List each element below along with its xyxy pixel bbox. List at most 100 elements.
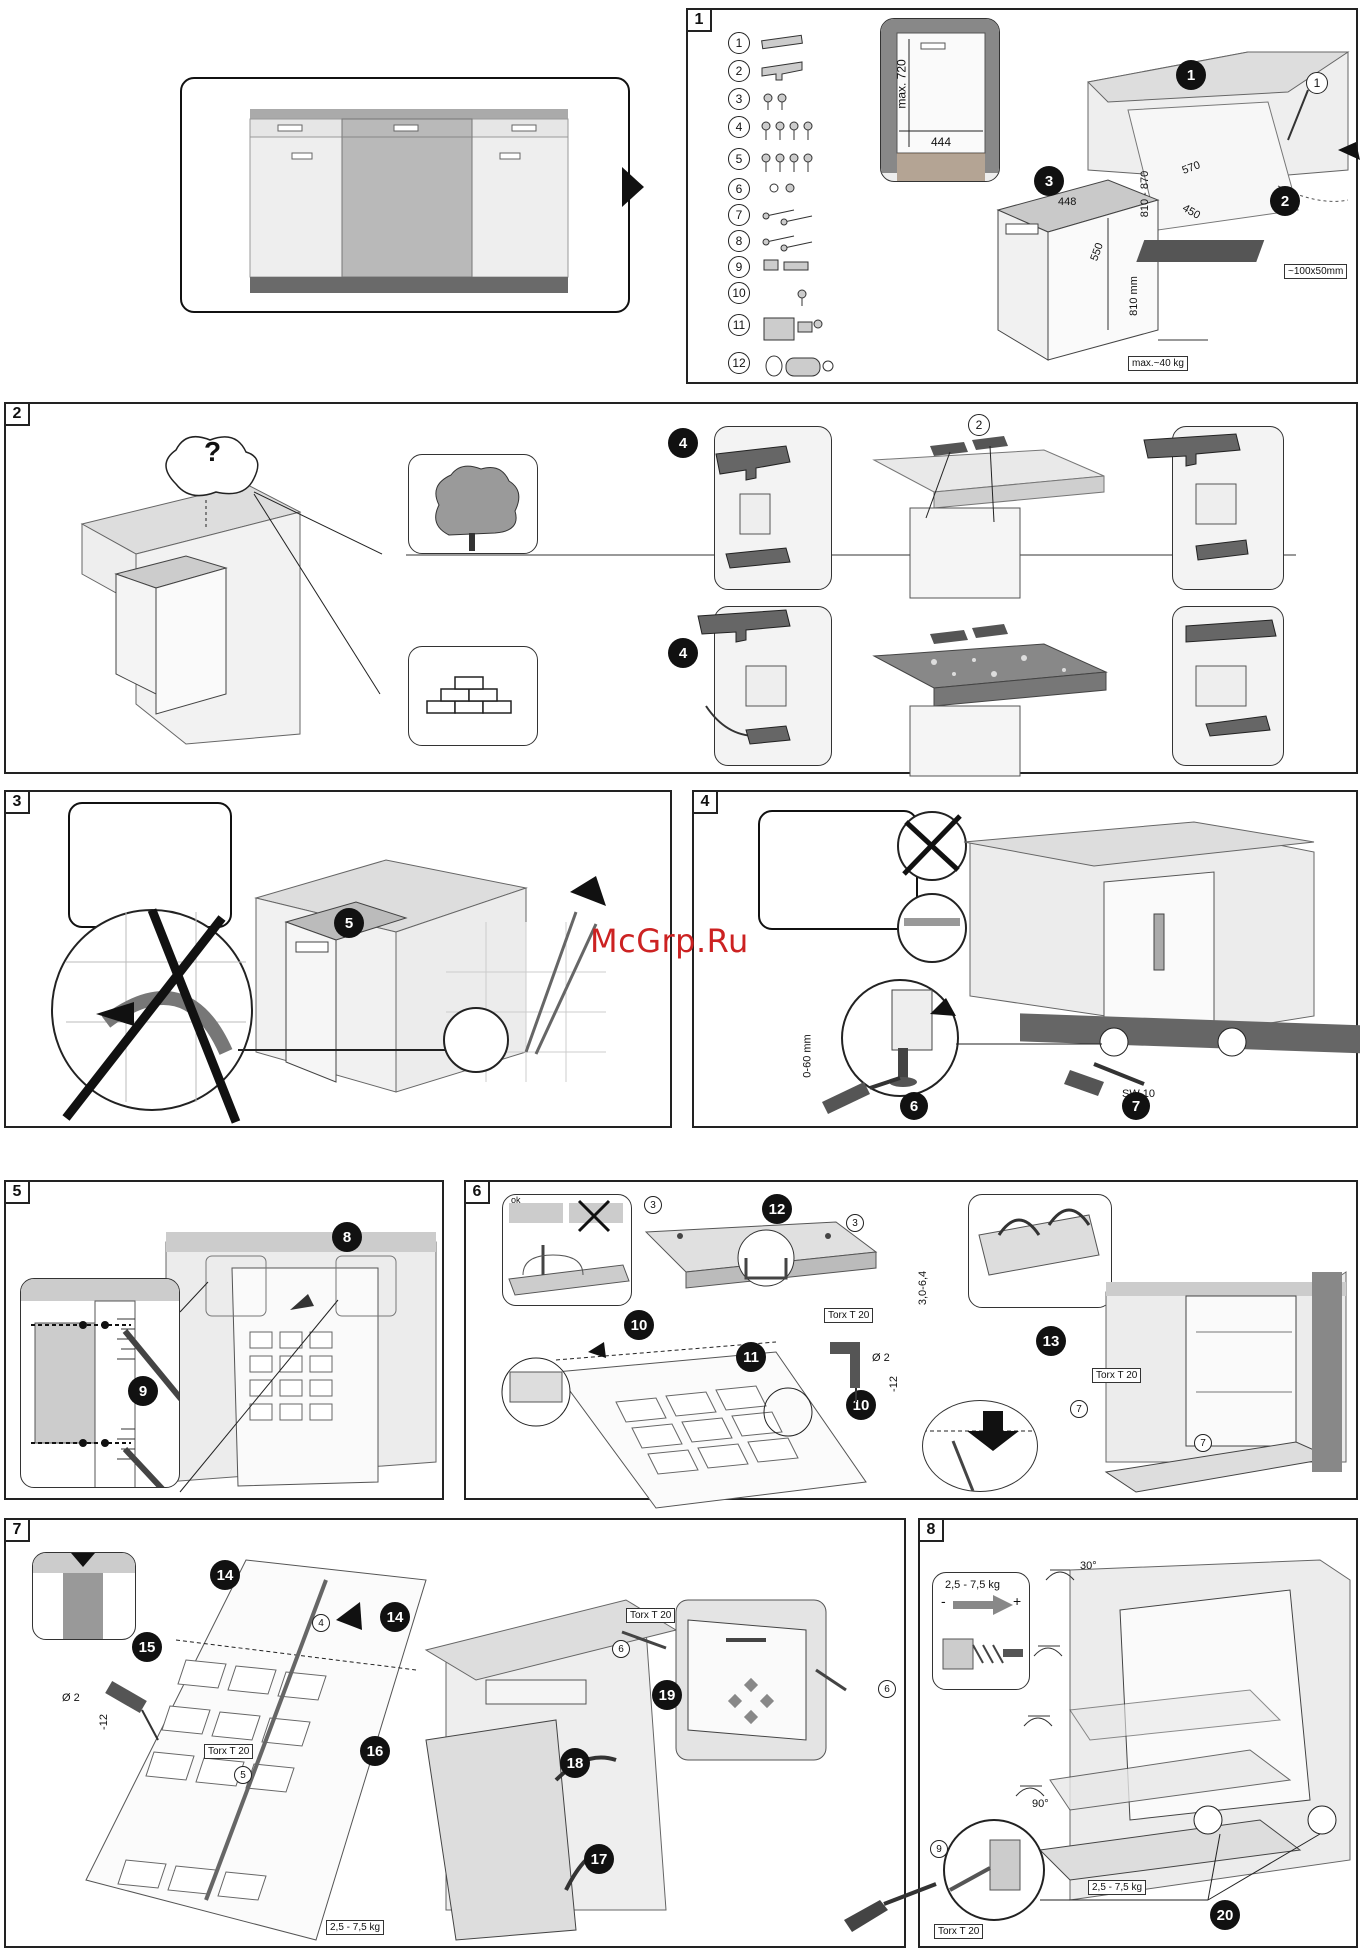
alignment-inset bbox=[32, 1552, 136, 1640]
part-number: 6 bbox=[728, 178, 750, 200]
panel-number: 4 bbox=[692, 790, 718, 814]
part-number: 10 bbox=[728, 282, 750, 304]
niche-inset: max. 720 444 bbox=[880, 18, 1000, 182]
angle-90: 90° bbox=[1032, 1798, 1049, 1810]
panel-number: 3 bbox=[4, 790, 30, 814]
part-number: 11 bbox=[728, 314, 750, 336]
panel-1: 1 1 2 3 4 5 6 7 8 9 10 11 12 bbox=[686, 8, 1360, 384]
step-marker: 15 bbox=[132, 1632, 162, 1662]
part-number: 4 bbox=[728, 116, 750, 138]
niche-width-label: 444 bbox=[931, 135, 952, 149]
step-marker: 13 bbox=[1036, 1326, 1066, 1356]
door-template-drawing bbox=[85, 1559, 427, 1941]
drill-icon bbox=[105, 1680, 159, 1741]
part-number: 2 bbox=[728, 60, 750, 82]
bracket-drawing-top-3 bbox=[1143, 433, 1249, 561]
watermark: McGrp.Ru bbox=[590, 922, 749, 960]
step-marker: 17 bbox=[584, 1844, 614, 1874]
step-marker: 18 bbox=[560, 1748, 590, 1778]
stone-icon-box bbox=[408, 646, 538, 746]
panel-6: 6 ok 3 3 12 Torx T 20 3,0-6,4 Ø 2 -12 bbox=[464, 1180, 1358, 1509]
part-number: 12 bbox=[728, 352, 750, 374]
edge-drawing bbox=[923, 1411, 1037, 1491]
part-marker: 9 bbox=[930, 1840, 948, 1858]
panel-number: 6 bbox=[464, 1180, 490, 1204]
step-marker: 20 bbox=[1210, 1900, 1240, 1930]
hinge-drawing bbox=[978, 1208, 1100, 1276]
question-mark: ? bbox=[204, 436, 222, 467]
installation-drawing bbox=[51, 859, 606, 1124]
kitchen-door-drawing bbox=[424, 1599, 847, 1941]
screwdriver-icon bbox=[844, 1882, 937, 1932]
part-marker: 6 bbox=[612, 1640, 630, 1658]
step-marker: 7 bbox=[1122, 1092, 1150, 1120]
panel-number: 5 bbox=[4, 1180, 30, 1204]
part-number: 5 bbox=[728, 148, 750, 170]
panel-2: 2 ? 4 bbox=[4, 402, 1358, 777]
weight-label: 2,5 - 7,5 kg bbox=[1088, 1880, 1147, 1895]
plus-sign: + bbox=[1013, 1593, 1022, 1609]
step-marker: 11 bbox=[736, 1342, 766, 1372]
ok-label: ok bbox=[511, 1195, 521, 1205]
step-marker: 4 bbox=[668, 428, 698, 458]
ok-inset: ok bbox=[502, 1194, 632, 1306]
spring-weight: 2,5 - 7,5 kg bbox=[945, 1579, 1001, 1591]
parts-list: 1 2 3 4 5 6 7 8 9 10 11 12 bbox=[728, 32, 838, 382]
part-marker: 6 bbox=[878, 1680, 896, 1698]
callout-part: 1 bbox=[1306, 72, 1328, 94]
kitchen-front-illustration bbox=[249, 109, 569, 293]
handle-board-drawing bbox=[644, 1221, 878, 1289]
minus-sign: - bbox=[941, 1593, 946, 1609]
angle-30: 30° bbox=[1080, 1560, 1097, 1572]
countertop-illustration bbox=[80, 435, 383, 745]
part-marker: 4 bbox=[312, 1614, 330, 1632]
bracket-drawing-bottom-3 bbox=[1185, 619, 1277, 737]
step-marker: 3 bbox=[1034, 166, 1064, 196]
part-number: 9 bbox=[728, 256, 750, 278]
weight-limit: max.~40 kg bbox=[1128, 356, 1188, 371]
panel-number: 8 bbox=[918, 1518, 944, 1542]
part-number: 1 bbox=[728, 32, 750, 54]
part-number: 8 bbox=[728, 230, 750, 252]
dim-height: 810 mm bbox=[1127, 276, 1140, 316]
panel-number: 7 bbox=[4, 1518, 30, 1542]
edge-inset bbox=[922, 1400, 1038, 1492]
step-marker: 1 bbox=[1176, 60, 1206, 90]
part-marker: 7 bbox=[1070, 1400, 1088, 1418]
step-marker: 14 bbox=[210, 1560, 240, 1590]
parts-drawings bbox=[761, 34, 834, 377]
torx-label: Torx T 20 bbox=[1092, 1368, 1142, 1383]
tree-icon bbox=[435, 465, 520, 551]
door-balance-drawing bbox=[943, 1559, 1351, 1921]
dim-range: 810 - 870 bbox=[1139, 170, 1152, 218]
step-marker: 5 bbox=[334, 908, 364, 938]
panel-8: 8 2,5 - 7,5 kg - + 30° 90° 9 bbox=[918, 1518, 1358, 1948]
part-marker: 3 bbox=[846, 1214, 864, 1232]
panel-4: 4 0-60 mm SW 10 6 7 bbox=[692, 790, 1360, 1128]
weight-label: 2,5 - 7,5 kg bbox=[326, 1920, 385, 1935]
torx-label: Torx T 20 bbox=[824, 1308, 874, 1323]
next-arrow-icon bbox=[622, 167, 644, 207]
torx-label: Torx T 20 bbox=[204, 1744, 254, 1759]
panel-3: 3 5 bbox=[4, 790, 672, 1128]
torx-label: Torx T 20 bbox=[934, 1924, 984, 1939]
part-marker: 7 bbox=[1194, 1434, 1212, 1452]
step-marker: 12 bbox=[762, 1194, 792, 1224]
bracket-drawing-bottom-1 bbox=[697, 609, 791, 745]
ok-drawing bbox=[508, 1199, 630, 1296]
wood-worktop-drawing bbox=[872, 436, 1105, 599]
leveling-drawing bbox=[822, 811, 1360, 1114]
panel-number: 2 bbox=[4, 402, 30, 426]
step-marker: 10 bbox=[624, 1310, 654, 1340]
wood-icon-box bbox=[408, 454, 538, 554]
brick-icon bbox=[426, 676, 512, 714]
step-marker: 4 bbox=[668, 638, 698, 668]
screw-depth: 3,0-6,4 bbox=[917, 1270, 930, 1306]
stone-worktop-drawing bbox=[872, 624, 1108, 777]
dim-width: 448 bbox=[1058, 196, 1077, 208]
bracket-drawing-top-1 bbox=[715, 445, 791, 569]
door-template-drawing bbox=[501, 1341, 867, 1509]
range-label: 0-60 mm bbox=[801, 1034, 814, 1078]
part-number: 7 bbox=[728, 204, 750, 226]
dishwasher-cabinet-drawing bbox=[996, 51, 1360, 361]
